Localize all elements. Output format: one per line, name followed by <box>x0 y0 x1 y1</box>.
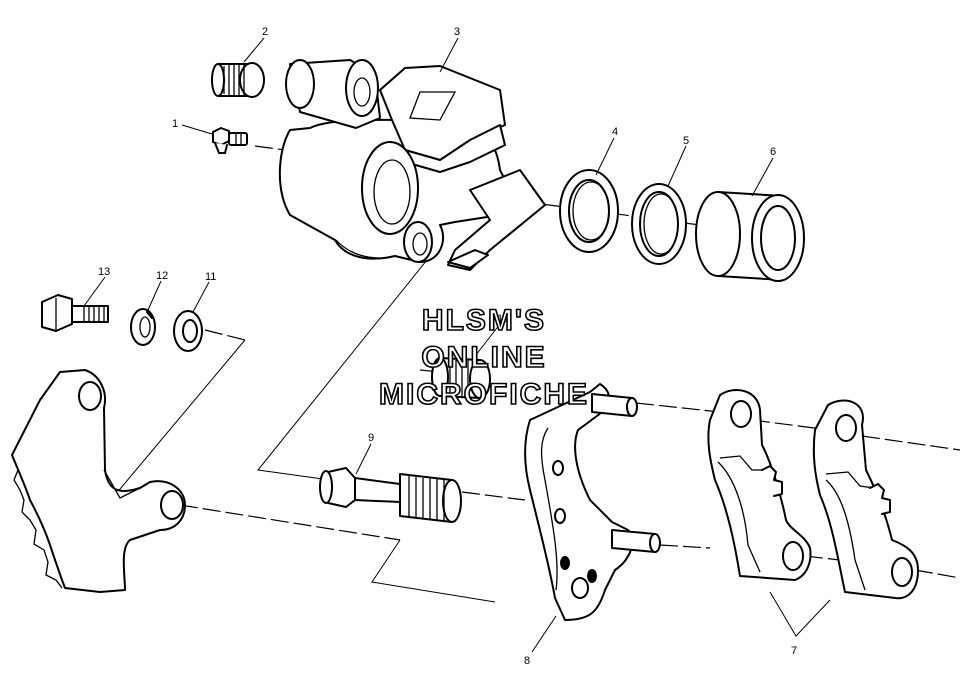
support-bracket-part-8 <box>524 383 661 621</box>
callout-10: 10 <box>497 313 509 325</box>
watermark: HLSM'S ONLINE MICROFICHE <box>378 303 589 412</box>
watermark-line-1: HLSM'S <box>422 304 546 337</box>
lock-washer-part-12 <box>130 308 156 346</box>
brake-pad-part-7-b <box>812 399 919 600</box>
callout-1: 1 <box>172 118 178 130</box>
callout-8: 8 <box>524 655 530 667</box>
callout-12: 12 <box>156 270 168 282</box>
slide-pin-part-9 <box>319 467 462 523</box>
callout-13: 13 <box>98 266 110 278</box>
bleeder-valve-part-1 <box>212 127 248 154</box>
watermark-line-3: MICROFICHE <box>379 378 589 411</box>
callout-7: 7 <box>791 645 797 657</box>
callout-5: 5 <box>683 135 689 147</box>
bolt-part-13 <box>41 294 109 332</box>
mounting-bracket <box>11 369 186 593</box>
callout-leaders <box>83 37 831 653</box>
brake-pad-part-7-a <box>707 389 812 581</box>
seal-ring-part-4 <box>559 169 619 253</box>
sleeve-part-10 <box>431 357 491 399</box>
callout-3: 3 <box>454 26 460 38</box>
callout-9: 9 <box>368 432 374 444</box>
callout-labels: 1 2 3 4 5 6 7 8 9 10 11 12 13 <box>98 26 797 667</box>
callout-11: 11 <box>205 271 216 283</box>
watermark-line-2: ONLINE <box>421 341 546 374</box>
piston-part-6 <box>695 191 805 282</box>
threaded-plug-part-2 <box>211 62 265 98</box>
callout-2: 2 <box>262 26 268 38</box>
flat-washer-part-11 <box>173 310 203 352</box>
callout-6: 6 <box>770 146 776 158</box>
callout-4: 4 <box>612 126 618 138</box>
caliper-body-part-3 <box>278 59 546 271</box>
dust-seal-part-5 <box>631 183 687 265</box>
